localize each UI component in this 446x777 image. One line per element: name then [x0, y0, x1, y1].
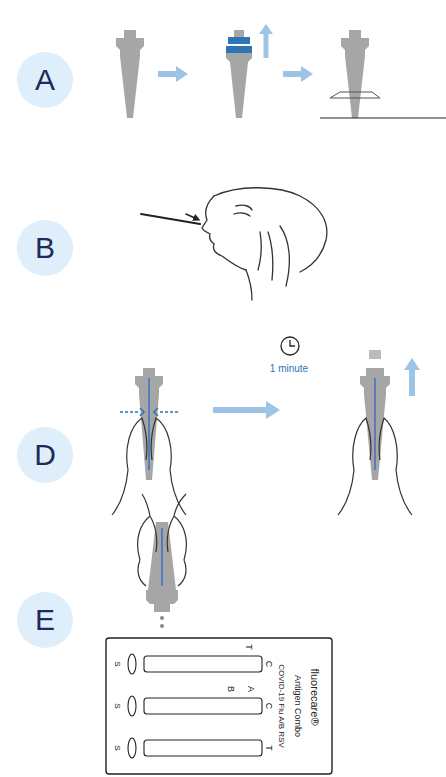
cassette-text: T — [264, 745, 273, 751]
cassette-text: T — [244, 644, 253, 650]
step-e-apply — [106, 494, 332, 774]
step-letter: A — [17, 52, 73, 108]
cassette-text: C — [264, 703, 273, 710]
cassette-text: S — [113, 661, 121, 666]
step-badge: D — [17, 427, 73, 483]
step-a-tubes — [116, 24, 446, 118]
step-b-head — [141, 188, 327, 300]
step-letter: E — [17, 592, 73, 648]
step-badge: E — [17, 592, 73, 648]
cassette-text: fluorecare® — [309, 668, 320, 725]
step-letter: B — [17, 220, 73, 276]
cassette-text: S — [113, 745, 121, 750]
cassette-text: Antigen Combo — [293, 675, 302, 737]
cassette-text: C — [264, 661, 273, 668]
step-badge: B — [17, 220, 73, 276]
cassette-text: COVID-19 Flu A/B RSV — [277, 664, 285, 748]
cassette-text: B — [226, 686, 235, 692]
cassette-text: S — [113, 703, 121, 708]
step-d-squeeze — [112, 337, 420, 515]
step-letter: D — [17, 427, 73, 483]
step-badge: A — [17, 52, 73, 108]
time-label: 1 minute — [270, 364, 308, 374]
cassette-text: A — [246, 686, 255, 692]
